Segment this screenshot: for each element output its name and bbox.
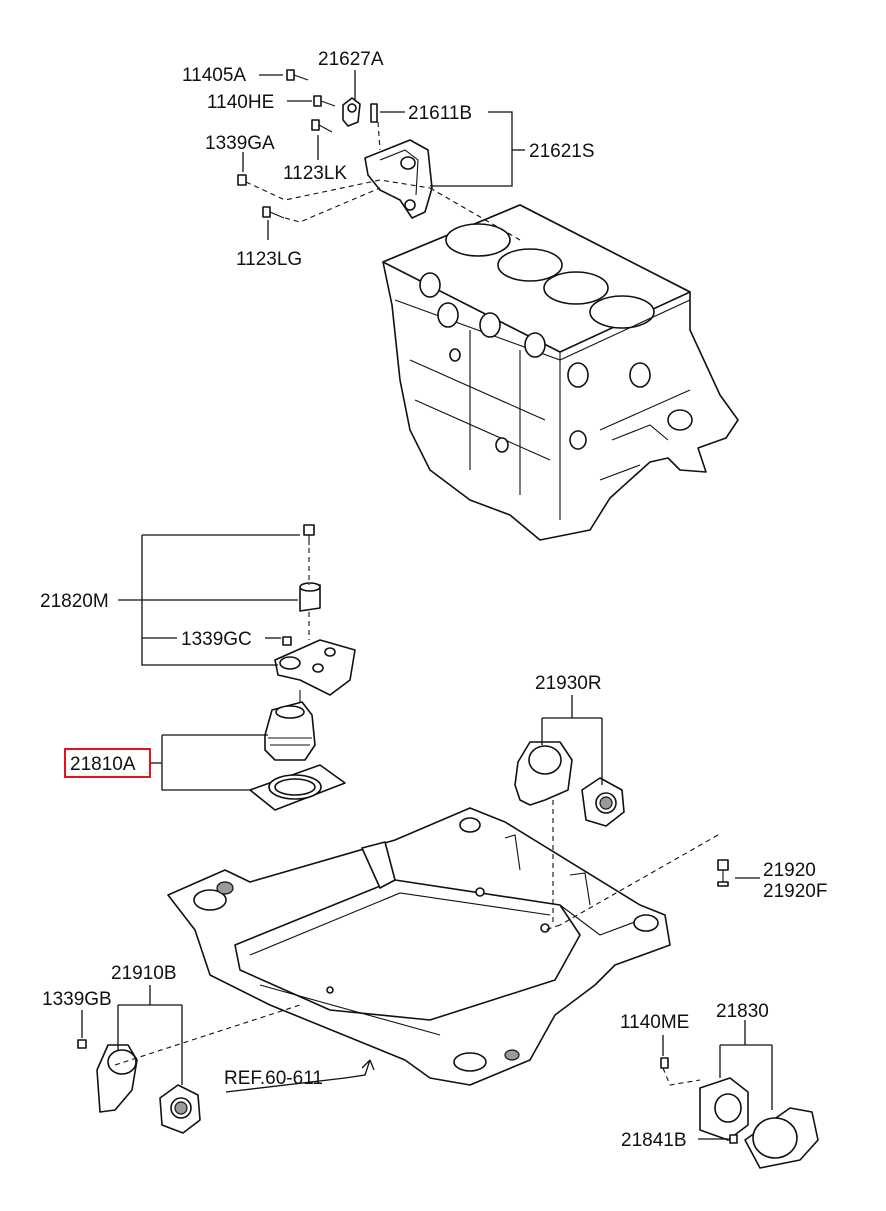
label-ref-60-611: REF.60-611 bbox=[224, 1068, 323, 1089]
label-21810A[interactable]: 21810A bbox=[70, 754, 136, 775]
highlight-box-21810A bbox=[64, 748, 151, 778]
label-21830: 21830 bbox=[716, 1001, 769, 1022]
label-21820M: 21820M bbox=[40, 591, 109, 612]
subframe-drawing bbox=[167, 807, 671, 1086]
label-21930R: 21930R bbox=[535, 673, 602, 694]
label-21611B: 21611B bbox=[408, 103, 472, 124]
label-1140HE: 1140HE bbox=[207, 92, 274, 113]
engine-mount-drawing bbox=[249, 524, 356, 811]
leader-lines bbox=[81, 70, 773, 1140]
front-mount-bracket-drawing bbox=[77, 1039, 201, 1134]
label-11405A: 11405A bbox=[182, 65, 246, 86]
label-1140ME: 1140ME bbox=[620, 1012, 689, 1033]
label-1339GB: 1339GB bbox=[42, 989, 112, 1010]
upper-bracket-drawing bbox=[237, 69, 433, 219]
rear-mount-bracket-drawing bbox=[514, 741, 625, 827]
label-21910B: 21910B bbox=[111, 963, 177, 984]
label-1123LK: 1123LK bbox=[283, 163, 347, 184]
part-labels: 11405A 21627A 1140HE 21611B 21621S 1339G… bbox=[40, 49, 827, 1151]
label-1339GA: 1339GA bbox=[205, 133, 275, 154]
label-21841B: 21841B bbox=[621, 1130, 687, 1151]
label-1339GC: 1339GC bbox=[181, 629, 252, 650]
label-21920F: 21920F bbox=[763, 881, 827, 902]
label-21621S: 21621S bbox=[529, 141, 595, 162]
side-mount-drawing bbox=[660, 859, 819, 1169]
label-21627A: 21627A bbox=[318, 49, 384, 70]
label-1123LG: 1123LG bbox=[236, 249, 302, 270]
engine-block-drawing bbox=[382, 204, 739, 541]
label-21920: 21920 bbox=[763, 860, 816, 881]
